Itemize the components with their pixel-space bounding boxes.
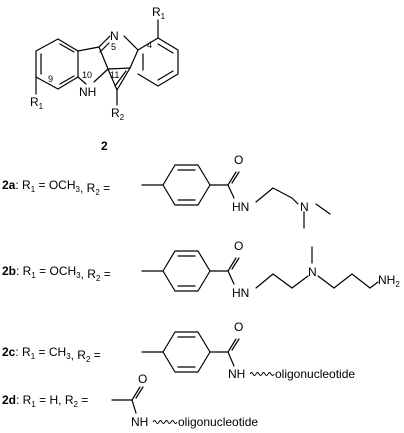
compound-2c-amide-nh: NH bbox=[228, 367, 245, 381]
compound-2d-carbonyl-o: O bbox=[138, 372, 147, 386]
compound-2a-caption: 2a: R1 = OCH3, R2 = bbox=[2, 178, 110, 197]
compound-2b-caption: 2b: R1 = OCH3, R2 = bbox=[2, 264, 111, 283]
compound-2a-r1-value: OCH3 bbox=[49, 178, 81, 194]
compound-2c-r1-value: CH3 bbox=[49, 345, 71, 361]
compound-2d: 2d: R1 = H, R2 = O NH oligonucleotide bbox=[2, 372, 258, 429]
compound-2d-bonds bbox=[111, 386, 144, 414]
compound-2c-caption: 2c: R1 = CH3, R2 = bbox=[2, 345, 101, 364]
compound-2b: 2b: R1 = OCH3, R2 = O HN N NH2 bbox=[2, 239, 400, 300]
r1-left-label: R1 bbox=[30, 95, 44, 111]
nh-label: NH bbox=[79, 85, 96, 99]
compound-2d-tail: oligonucleotide bbox=[178, 415, 258, 429]
compound-2c-wavy-bond bbox=[249, 372, 275, 376]
core-structure: R1 N 4 5 9 10 11 NH R1 R2 2 bbox=[30, 5, 179, 153]
compound-2b-amide-nh: HN bbox=[232, 286, 249, 300]
compound-2b-bonds bbox=[141, 246, 379, 292]
compound-2c-tail: oligonucleotide bbox=[275, 367, 355, 381]
compound-2a-amine-n: N bbox=[300, 200, 309, 214]
core-bonds bbox=[35, 19, 179, 106]
compound-2b-r1-value: OCH3 bbox=[50, 264, 82, 280]
compound-2c-carbonyl-o: O bbox=[234, 320, 243, 334]
compound-2c-bonds bbox=[141, 331, 240, 373]
locant-9: 9 bbox=[48, 74, 53, 84]
compound-2a-amide-nh: HN bbox=[232, 200, 249, 214]
compound-number: 2 bbox=[101, 139, 108, 153]
core-atom-labels: R1 N 4 5 9 10 11 NH R1 R2 2 bbox=[30, 5, 166, 153]
compound-2b-carbonyl-o: O bbox=[234, 239, 243, 253]
locant-10: 10 bbox=[82, 70, 92, 80]
compound-2a: 2a: R1 = OCH3, R2 = O HN N bbox=[2, 153, 331, 229]
compound-2d-caption: 2d: R1 = H, R2 = bbox=[2, 393, 88, 409]
locant-5: 5 bbox=[111, 42, 116, 52]
r1-top-label: R1 bbox=[152, 5, 166, 21]
locant-11: 11 bbox=[110, 70, 119, 80]
compound-2d-wavy-bond bbox=[152, 420, 178, 424]
compound-2d-amide-nh: NH bbox=[131, 415, 148, 429]
compound-2a-carbonyl-o: O bbox=[234, 153, 243, 167]
locant-4: 4 bbox=[147, 40, 152, 50]
compound-2b-amine-n: N bbox=[308, 265, 317, 279]
compound-2a-bonds bbox=[141, 164, 331, 229]
compound-2d-r1-value: H bbox=[50, 393, 59, 407]
compound-2b-terminal-amine: NH2 bbox=[378, 273, 400, 289]
ring-n-label: N bbox=[110, 29, 119, 43]
r2-label: R2 bbox=[111, 106, 125, 122]
compound-2c: 2c: R1 = CH3, R2 = O NH oligonucleotide bbox=[2, 320, 355, 381]
